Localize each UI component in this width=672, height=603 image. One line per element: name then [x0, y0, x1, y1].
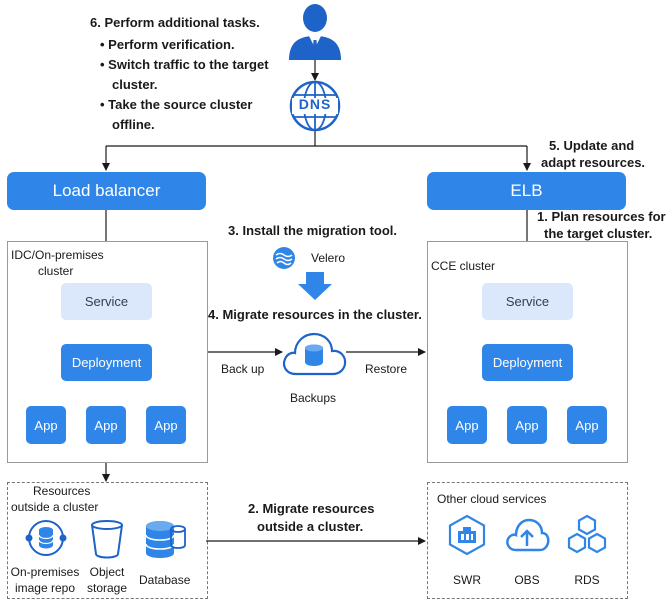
- step6-item-1: Perform verification.: [108, 37, 235, 52]
- target-app-3: App: [567, 406, 607, 444]
- velero-icon: [273, 247, 295, 269]
- target-cluster-title: CCE cluster: [431, 259, 496, 273]
- target-service: Service: [482, 283, 573, 320]
- target-deployment: Deployment: [482, 344, 573, 381]
- swr-label: SWR: [453, 573, 481, 587]
- object-storage-icon: [91, 520, 123, 559]
- step6-item-3: Take the source cluster: [108, 97, 253, 112]
- outside-title-2: outside a cluster: [11, 500, 99, 514]
- object-storage-line1: Object: [89, 565, 125, 579]
- step6-title: 6. Perform additional tasks.: [90, 15, 260, 30]
- step5-line2: adapt resources.: [541, 155, 646, 170]
- backups-label: Backups: [290, 391, 337, 405]
- backups-cloud-icon: [282, 332, 347, 376]
- dns-label: DNS: [298, 96, 332, 112]
- step1-line1: 1. Plan resources for: [537, 209, 666, 224]
- step6-item-2b: cluster.: [112, 77, 158, 92]
- backup-label: Back up: [221, 362, 265, 376]
- velero-label: Velero: [311, 251, 346, 265]
- outside-resources-box: [7, 482, 208, 599]
- cloud-services-title: Other cloud services: [437, 492, 547, 506]
- dns-globe-icon: [289, 80, 341, 132]
- image-repo-line2: image repo: [14, 581, 76, 595]
- target-app-1: App: [447, 406, 487, 444]
- step5-line1: 5. Update and: [549, 138, 635, 153]
- cloud-services-box: [427, 482, 628, 599]
- source-app-2: App: [86, 406, 126, 444]
- step6-bullet-1: • Perform verification.: [100, 37, 235, 52]
- step1-line2: the target cluster.: [544, 226, 653, 241]
- database-icon: [145, 521, 186, 558]
- source-app-3: App: [146, 406, 186, 444]
- source-deployment: Deployment: [61, 344, 152, 381]
- rds-label: RDS: [574, 573, 600, 587]
- user-icon: [289, 4, 341, 60]
- outside-title-1: Resources: [33, 484, 91, 498]
- image-repo-icon: [25, 520, 67, 556]
- elb: ELB: [427, 172, 626, 210]
- target-app-2: App: [507, 406, 547, 444]
- obs-label: OBS: [514, 573, 540, 587]
- object-storage-line2: storage: [86, 581, 128, 595]
- obs-icon: [506, 518, 550, 552]
- step4-label: 4. Migrate resources in the cluster.: [208, 307, 422, 322]
- image-repo-line1: On-premises: [10, 565, 80, 579]
- step2-line2: outside a cluster.: [257, 519, 364, 534]
- source-cluster-title-2: cluster: [38, 264, 74, 278]
- database-label: Database: [139, 573, 191, 587]
- source-service: Service: [61, 283, 152, 320]
- step3-label: 3. Install the migration tool.: [228, 223, 398, 238]
- source-app-1: App: [26, 406, 66, 444]
- swr-icon: [448, 514, 486, 556]
- restore-label: Restore: [365, 362, 408, 376]
- step6-item-2: Switch traffic to the target: [108, 57, 269, 72]
- step6-bullet-3: • Take the source cluster: [100, 97, 253, 112]
- load-balancer: Load balancer: [7, 172, 206, 210]
- rds-icon: [567, 514, 607, 554]
- step6-item-3b: offline.: [112, 117, 155, 132]
- step2-line1: 2. Migrate resources: [248, 501, 375, 516]
- step6-bullet-2: • Switch traffic to the target: [100, 57, 269, 72]
- source-cluster-title-1: IDC/On-premises: [11, 248, 104, 262]
